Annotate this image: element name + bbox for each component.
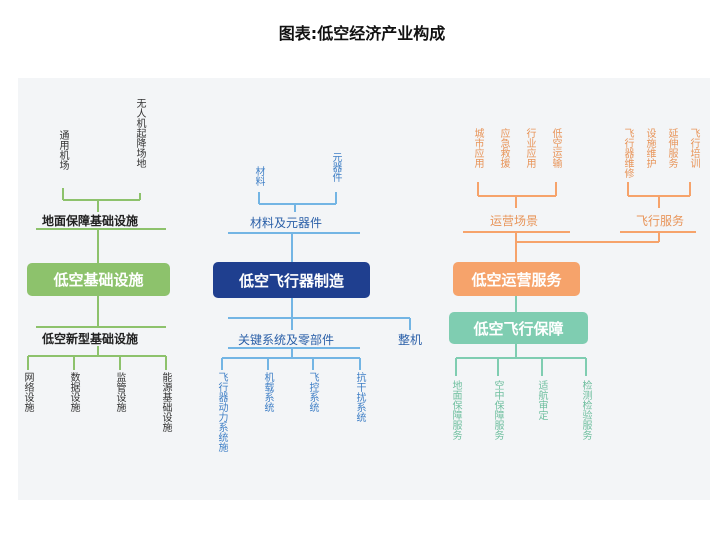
ops-scene-item-industry: 行业应用 <box>524 128 535 168</box>
ops-main-node: 低空运营服务 <box>453 262 580 296</box>
infra-ground-label: 地面保障基础设施 <box>42 214 139 228</box>
ops-service-item-extended: 延伸服务 <box>666 128 677 168</box>
infra-ground-item-drone-site: 无人机起降场地 <box>134 98 145 168</box>
mfg-key-item-anti-jam: 抗干扰系统 <box>354 372 365 422</box>
infra-new-item-energy: 能源基础设施 <box>160 372 171 432</box>
infra-main-node: 低空基础设施 <box>27 263 170 296</box>
infra-new-label: 低空新型基础设施 <box>42 332 139 346</box>
support-item-air: 空中保障服务 <box>492 380 503 440</box>
mfg-material-item-components: 元器件 <box>330 152 341 182</box>
mfg-materials-label: 材料及元器件 <box>250 216 323 230</box>
mfg-whole-label: 整机 <box>398 333 423 347</box>
ops-flight-service-label: 飞行服务 <box>636 214 685 228</box>
ops-service-item-training: 飞行培训 <box>688 128 699 168</box>
page-title: 图表:低空经济产业构成 <box>278 24 446 43</box>
infra-new-item-data: 数据设施 <box>68 372 79 412</box>
ops-service-item-facility: 设施维护 <box>644 128 655 168</box>
support-main-node: 低空飞行保障 <box>449 312 588 344</box>
ops-service-item-maintenance: 飞行器维修 <box>622 128 633 178</box>
support-item-inspection: 检测检验服务 <box>580 380 591 440</box>
mfg-key-item-flight-control: 飞控系统 <box>307 372 318 412</box>
ops-scene-item-city: 城市应用 <box>472 128 483 168</box>
ops-scene-item-emergency: 应急救援 <box>498 128 509 168</box>
support-item-ground: 地面保障服务 <box>450 380 461 440</box>
infra-new-item-network: 网络设施 <box>22 372 33 412</box>
mfg-key-item-power: 飞行器动力系统施 <box>216 372 227 452</box>
mfg-key-systems-label: 关键系统及零部件 <box>238 333 335 347</box>
ops-scenes-label: 运营场景 <box>490 214 539 228</box>
mfg-main-node: 低空飞行器制造 <box>213 262 370 298</box>
ops-scene-item-transport: 低空运输 <box>550 128 561 168</box>
mfg-material-item-materials: 材料 <box>253 166 264 186</box>
mfg-key-item-onboard: 机载系统 <box>262 372 273 412</box>
infra-new-item-supervision: 监管设施 <box>114 372 125 412</box>
support-item-airworthiness: 适航审定 <box>536 380 547 420</box>
infra-ground-item-airport: 通用机场 <box>57 130 68 170</box>
